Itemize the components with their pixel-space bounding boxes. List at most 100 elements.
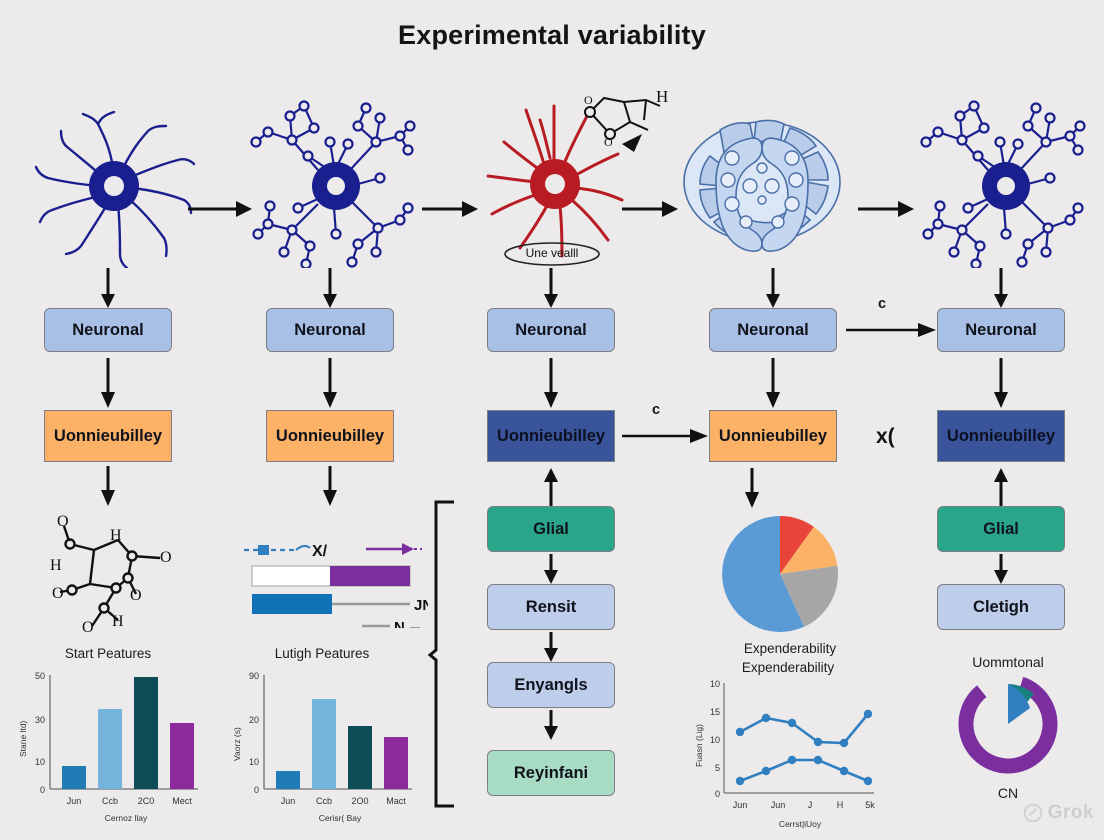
molecule-inset-icon: H O O: [584, 87, 668, 152]
box-cletigh-col5[interactable]: Cletigh: [937, 584, 1065, 630]
svg-text:H: H: [50, 557, 62, 574]
line-series-upper: [739, 713, 870, 745]
box-uonnieubilley-col2[interactable]: Uonnieubilley: [266, 410, 394, 462]
chart-start-peatures-svg: 50 30 10 0 Stane ltd) Jun Ccb 2C0 Mect C…: [18, 671, 198, 823]
down-arrow-col1-b: [101, 358, 115, 408]
box-enyangls-col3[interactable]: Enyangls: [487, 662, 615, 708]
svg-text:O: O: [584, 93, 593, 107]
xtick-1: Jun: [771, 800, 786, 810]
xtick-mact-2: Mact: [386, 796, 406, 806]
bar-mact-2: [384, 737, 408, 789]
chart-title-uommtonal: Uommtonal: [972, 654, 1044, 670]
pie-slice-red: [780, 516, 814, 574]
svg-text:X/: X/: [312, 543, 328, 560]
bar-ccb: [98, 709, 122, 789]
ytick-50: 50: [35, 671, 45, 681]
ytick-30: 30: [35, 715, 45, 725]
xtick-4: 5k: [865, 800, 875, 810]
grok-logo-icon: [1023, 803, 1042, 823]
xlabel-start-peatures: Cernoz llay: [105, 813, 148, 823]
flow-arrow-1-2: [188, 201, 252, 217]
network-cell-blue-icon-2: [920, 100, 1086, 268]
down-arrow-col1-c: [101, 466, 115, 506]
ytick-15: 15: [710, 707, 720, 717]
down-arrow-col3-c: [544, 554, 558, 584]
box-neuronal-col1[interactable]: Neuronal: [44, 308, 172, 352]
network-cell-blue-icon: [250, 100, 416, 268]
stressed-cell-red-icon: [486, 104, 624, 266]
ytick-20: 20: [249, 715, 259, 725]
xtick-2: J: [808, 800, 813, 810]
labeled-arrow-uonnieubilley-row: [622, 429, 708, 443]
xtick-ccb: Ccb: [102, 796, 118, 806]
labeled-arrow-neuronal-row: [846, 323, 936, 337]
xlabel-expenderability-line: Cerrst|iUoy: [779, 819, 822, 829]
pie-slice-orange: [780, 526, 838, 574]
arrow-label-uonnieubilley-row: c: [652, 402, 661, 418]
svg-text:O: O: [82, 619, 94, 636]
chart-lutigh-peatures-svg: 90 20 10 0 Vaorz (s) Jun Ccb 2O0 Mact Ce…: [232, 671, 412, 823]
ytick-0: 0: [254, 785, 259, 795]
box-uonnieubilley-col4[interactable]: Uonnieubilley: [709, 410, 837, 462]
molecule-structure-icon: O H O H O O O H: [50, 513, 172, 636]
ytick-10: 10: [710, 735, 720, 745]
down-arrow-col4-c: [745, 468, 759, 508]
svg-text:O: O: [160, 549, 172, 566]
xtick-0: Jun: [733, 800, 748, 810]
down-arrow-col1-a: [101, 268, 115, 308]
svg-text:H: H: [112, 613, 124, 630]
chart-title-lutigh-peatures: Lutigh Peatures: [274, 646, 370, 661]
chart-title-start-peatures: Start Peatures: [64, 646, 152, 661]
chart-expenderability-pie: Expenderability: [700, 512, 880, 656]
flow-arrow-2-3: [422, 201, 478, 217]
box-reyinfani-col3[interactable]: Reyinfani: [487, 750, 615, 796]
box-neuronal-col2[interactable]: Neuronal: [266, 308, 394, 352]
box-uonnieubilley-col1[interactable]: Uonnieubilley: [44, 410, 172, 462]
arrow-label-neuronal-row: c: [878, 296, 887, 312]
box-neuronal-col4[interactable]: Neuronal: [709, 308, 837, 352]
box-neuronal-col3[interactable]: Neuronal: [487, 308, 615, 352]
box-rensit-col3[interactable]: Rensit: [487, 584, 615, 630]
line-chart-svg: 10 15 10 5 0 Fuasn (Lig) Jun Jun J: [694, 679, 875, 829]
bar-jun: [62, 766, 86, 789]
up-arrow-col3-glial: [544, 468, 558, 506]
box-glial-col3[interactable]: Glial: [487, 506, 615, 552]
chart-title-expenderability-line: Expenderability: [741, 660, 835, 675]
ytick-10: 10: [35, 757, 45, 767]
chart-expenderability-line: Expenderability 10 15 10 5 0 Fuasn (Lig): [688, 660, 888, 840]
page-title: Experimental variability: [398, 20, 706, 50]
chart-lutigh-peatures: Lutigh Peatures 90 20 10 0 Vaorz (s) Jun…: [222, 646, 422, 832]
xtick-mect: Mect: [172, 796, 192, 806]
box-uonnieubilley-col5[interactable]: Uonnieubilley: [937, 410, 1065, 462]
down-arrow-col5-a: [994, 268, 1008, 308]
xtick-3: H: [837, 800, 844, 810]
flow-arrow-3-4: [622, 201, 678, 217]
ytick-5: 5: [715, 763, 720, 773]
svg-text:N: N: [394, 619, 405, 628]
grouping-brace: [428, 500, 454, 808]
pie-slice-blue: [722, 516, 805, 632]
down-arrow-col2-a: [323, 268, 337, 308]
box-glial-col5[interactable]: Glial: [937, 506, 1065, 552]
box-uonnieubilley-col3[interactable]: Uonnieubilley: [487, 410, 615, 462]
ylabel-lutigh-peatures: Vaorz (s): [232, 727, 242, 761]
xtick-2c0: 2C0: [138, 796, 155, 806]
construct-map-icon: X/ JN N: [244, 543, 428, 628]
xtick-jun-2: Jun: [281, 796, 296, 806]
bar-2c0: [134, 677, 158, 789]
down-arrow-col4-a: [766, 268, 780, 308]
box-neuronal-col5[interactable]: Neuronal: [937, 308, 1065, 352]
down-arrow-col2-b: [323, 358, 337, 408]
chart-subtitle-cn: CN: [997, 785, 1019, 801]
svg-text:O: O: [604, 135, 613, 149]
tissue-section-organoid-icon: [683, 119, 841, 252]
svg-text:O: O: [57, 513, 69, 530]
cross-mark: x(: [876, 425, 895, 448]
ytick-top: 10: [710, 679, 720, 689]
xtick-jun: Jun: [67, 796, 82, 806]
svg-text:O: O: [52, 585, 64, 602]
svg-text:JN: JN: [414, 597, 428, 614]
donut-wedge-blue: [1008, 684, 1030, 724]
ytick-0: 0: [40, 785, 45, 795]
